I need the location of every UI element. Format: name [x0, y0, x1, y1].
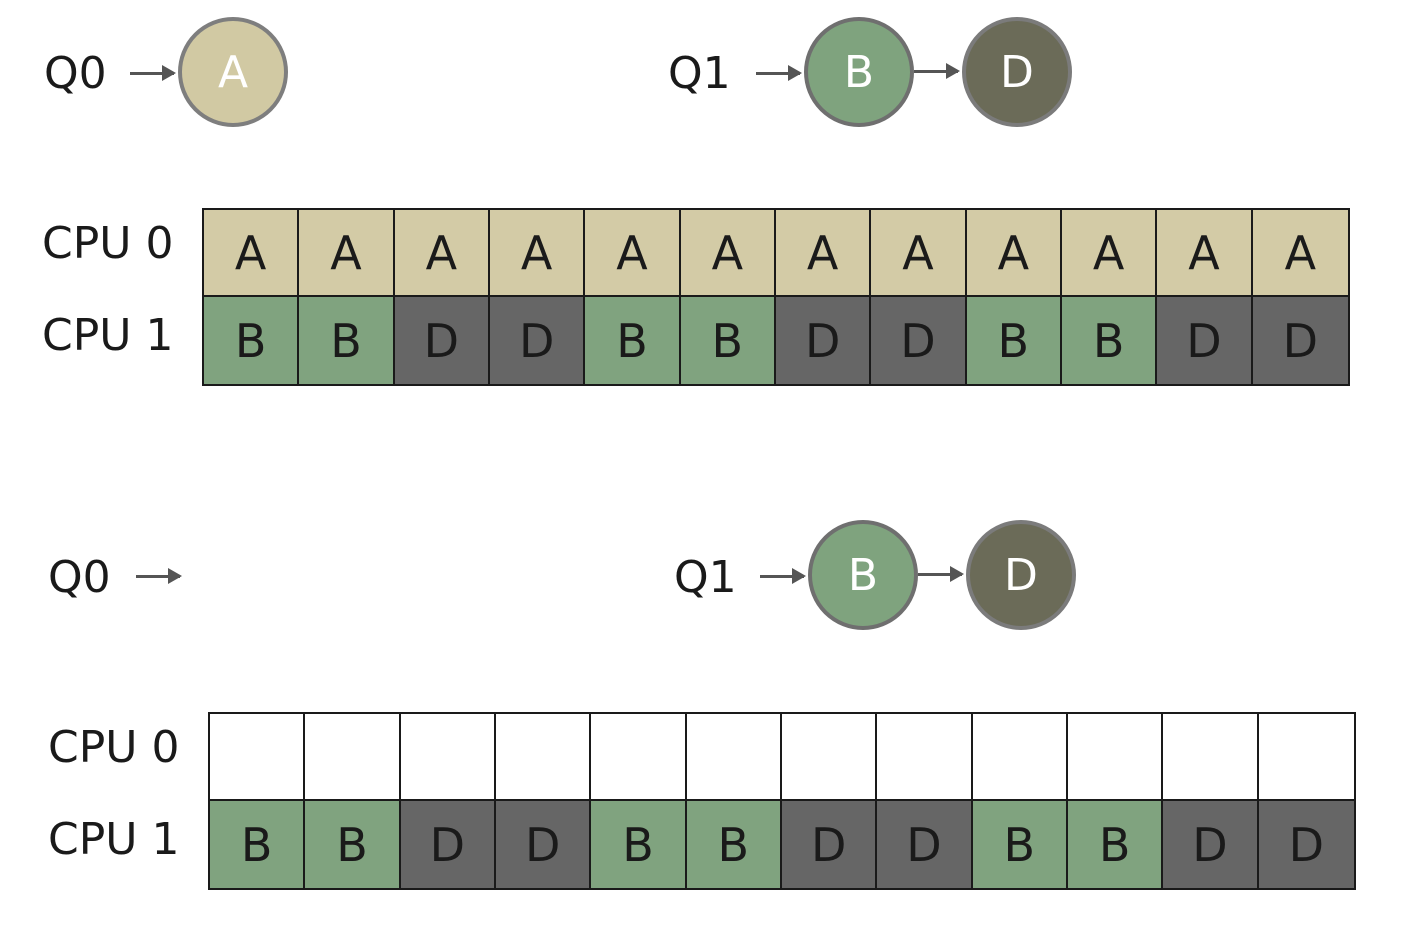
time-slot-cpu1-10: D — [1163, 801, 1259, 888]
process-node-d: D — [966, 520, 1076, 630]
time-slot-cpu1-6: D — [782, 801, 878, 888]
cpu-label-0: CPU 0 — [42, 218, 174, 269]
time-slot-cpu0-8: A — [966, 210, 1062, 297]
cpu-label-1: CPU 1 — [48, 814, 180, 865]
queue-label-q0: Q0 — [44, 48, 107, 99]
time-slot-cpu0-11 — [1258, 714, 1354, 801]
time-slot-cpu0-9: A — [1062, 210, 1158, 297]
time-slot-cpu0-10: A — [1157, 210, 1253, 297]
time-slot-cpu0-5 — [686, 714, 782, 801]
cpu-label-0: CPU 0 — [48, 722, 180, 773]
time-slot-cpu0-11: A — [1252, 210, 1348, 297]
time-slot-cpu0-2 — [400, 714, 496, 801]
process-node-b: B — [808, 520, 918, 630]
time-slot-cpu1-1: B — [299, 297, 395, 384]
queue-label-q1: Q1 — [668, 48, 731, 99]
time-slot-cpu0-6 — [782, 714, 878, 801]
time-slot-cpu1-11: D — [1252, 297, 1348, 384]
time-slot-cpu1-9: B — [1062, 297, 1158, 384]
time-slot-cpu0-4 — [591, 714, 687, 801]
time-slot-cpu1-2: D — [400, 801, 496, 888]
time-slot-cpu0-5: A — [680, 210, 776, 297]
time-slot-cpu1-2: D — [394, 297, 490, 384]
queue-label-q0: Q0 — [48, 552, 111, 603]
time-slot-cpu1-9: B — [1068, 801, 1164, 888]
time-slot-cpu1-4: B — [591, 801, 687, 888]
arrow-q0 — [136, 568, 182, 584]
time-slot-cpu0-0: A — [204, 210, 300, 297]
process-node-a: A — [178, 17, 288, 127]
time-slot-cpu1-7: D — [877, 801, 973, 888]
time-slot-cpu1-4: B — [585, 297, 681, 384]
time-slot-cpu1-5: B — [680, 297, 776, 384]
time-slot-cpu0-4: A — [585, 210, 681, 297]
time-slot-cpu1-8: B — [966, 297, 1062, 384]
time-slot-cpu1-1: B — [305, 801, 401, 888]
time-slot-cpu0-6: A — [776, 210, 872, 297]
cpu-label-1: CPU 1 — [42, 310, 174, 361]
time-slot-cpu1-8: B — [972, 801, 1068, 888]
time-slot-cpu0-2: A — [394, 210, 490, 297]
time-slot-cpu0-8 — [972, 714, 1068, 801]
time-slot-cpu0-0 — [210, 714, 306, 801]
time-slot-cpu1-3: D — [496, 801, 592, 888]
time-slot-cpu1-5: B — [686, 801, 782, 888]
time-slot-cpu0-9 — [1068, 714, 1164, 801]
time-slot-cpu1-7: D — [871, 297, 967, 384]
process-node-b: B — [804, 17, 914, 127]
time-slot-cpu1-6: D — [776, 297, 872, 384]
time-slot-cpu0-3 — [496, 714, 592, 801]
queue-label-q1: Q1 — [674, 552, 737, 603]
time-slot-cpu0-1 — [305, 714, 401, 801]
time-slot-cpu1-0: B — [204, 297, 300, 384]
arrow-q1 — [756, 65, 802, 81]
time-slot-cpu0-7: A — [871, 210, 967, 297]
process-node-d: D — [962, 17, 1072, 127]
time-slot-cpu0-1: A — [299, 210, 395, 297]
time-slot-cpu1-3: D — [490, 297, 586, 384]
arrow-q1 — [760, 568, 806, 584]
time-slot-cpu1-11: D — [1258, 801, 1354, 888]
time-slot-cpu0-7 — [877, 714, 973, 801]
link-arrow — [914, 63, 960, 79]
arrow-q0 — [130, 65, 176, 81]
time-slot-cpu1-10: D — [1157, 297, 1253, 384]
time-slot-cpu1-0: B — [210, 801, 306, 888]
time-slot-cpu0-3: A — [490, 210, 586, 297]
link-arrow — [918, 566, 964, 582]
time-slot-cpu0-10 — [1163, 714, 1259, 801]
